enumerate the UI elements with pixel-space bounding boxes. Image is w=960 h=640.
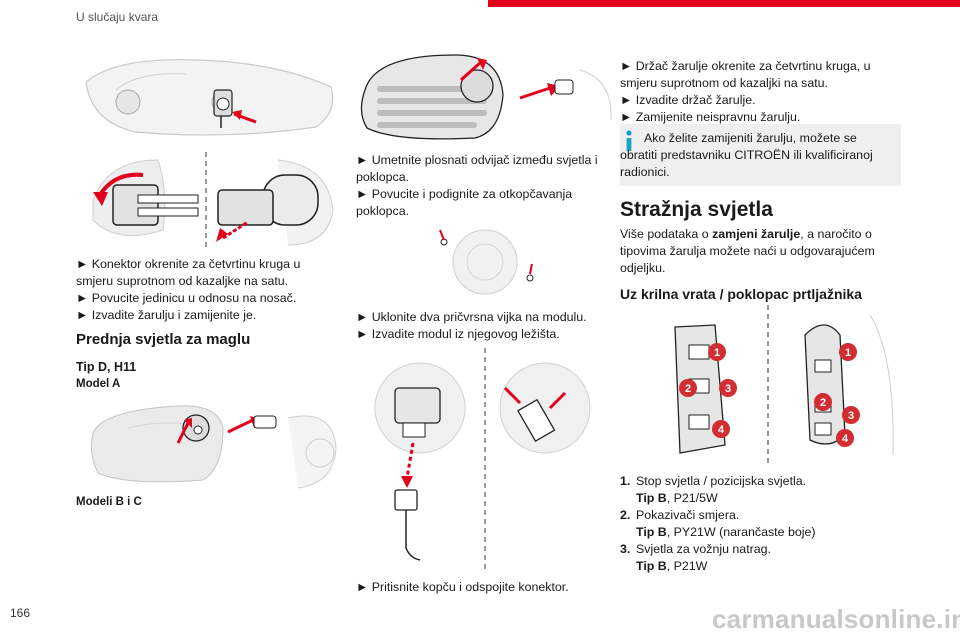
fog-module-screws-illustration xyxy=(439,229,534,295)
info-icon xyxy=(626,130,632,151)
model-a-label: Model A xyxy=(76,378,121,390)
rear-lamp-bulbholder-illustration: 1 2 3 4 1 2 3 4 xyxy=(674,305,894,465)
connector-rotate-illustration xyxy=(92,152,334,248)
watermark: carmanualsonline.info xyxy=(712,604,960,634)
model-bc-label: Modeli B i C xyxy=(76,496,142,508)
header-accent-bar xyxy=(488,0,960,7)
svg-text:4: 4 xyxy=(718,424,725,436)
badge-1-right: 1 xyxy=(839,343,857,361)
svg-text:2: 2 xyxy=(820,397,826,409)
badge-3-left: 3 xyxy=(719,379,737,397)
step-text: ► Umetnite plosnati odvijač između svjet… xyxy=(356,153,598,184)
info-box: Ako želite zamijeniti žarulju, možete se… xyxy=(620,124,901,186)
wings-tailgate-heading: Uz krilna vrata / poklopac prtljažnika xyxy=(620,286,862,302)
svg-text:1: 1 xyxy=(714,347,720,359)
fog-module-connector-illustration xyxy=(374,348,591,573)
badge-4-right: 4 xyxy=(836,429,854,447)
headlamp-connector-illustration xyxy=(85,59,334,136)
svg-text:3: 3 xyxy=(725,383,731,395)
legend-item: 3. Svjetla za vožnju natrag. Tip B, P21W xyxy=(620,542,771,573)
rear-lamp-legend: 1. Stop svjetla / pozicijska svjetla. Ti… xyxy=(620,473,902,575)
fog-light-model-a-illustration xyxy=(90,405,337,489)
rear-intro-bold: zamjeni žarulje xyxy=(712,227,801,241)
step-text: ► Uklonite dva pričvrsna vijka na modulu… xyxy=(356,310,587,324)
step-text: ► Pritisnite kopču i odspojite konektor. xyxy=(356,580,569,594)
badge-1-left: 1 xyxy=(708,343,726,361)
fog-lights-type: Tip D, H11 xyxy=(76,360,137,374)
badge-4-left: 4 xyxy=(712,420,730,438)
fog-light-cover-illustration xyxy=(360,54,612,140)
step-text: ► Izvadite žarulju i zamijenite je. xyxy=(76,308,257,322)
step-text: ► Povucite i podignite za otkopčavanja p… xyxy=(356,187,573,218)
step-text: ► Zamijenite neispravnu žarulju. xyxy=(620,110,801,124)
svg-text:1: 1 xyxy=(845,347,851,359)
info-text: Ako želite zamijeniti žarulju, možete se… xyxy=(620,131,873,179)
rear-lights-intro: Više podataka o zamjeni žarulje, a naroč… xyxy=(620,227,875,275)
section-title: U slučaju kvara xyxy=(76,10,159,24)
svg-text:4: 4 xyxy=(842,433,849,445)
svg-text:2: 2 xyxy=(685,383,691,395)
step-text: ► Izvadite modul iz njegovog ležišta. xyxy=(356,327,560,341)
legend-item: 2. Pokazivači smjera. Tip B, PY21W (nara… xyxy=(620,508,816,539)
fog-lights-heading: Prednja svjetla za maglu xyxy=(76,331,251,348)
step-text: ► Držač žarulje okrenite za četvrtinu kr… xyxy=(620,59,871,90)
svg-text:3: 3 xyxy=(848,410,854,422)
step-text: ► Konektor okrenite za četvrtinu kruga u… xyxy=(76,257,301,288)
badge-2-right: 2 xyxy=(814,393,832,411)
badge-2-left: 2 xyxy=(679,379,697,397)
badge-3-right: 3 xyxy=(842,406,860,424)
step-text: ► Povucite jedinicu u odnosu na nosač. xyxy=(76,291,297,305)
rear-lights-heading: Stražnja svjetla xyxy=(620,198,773,221)
step-text: ► Izvadite držač žarulje. xyxy=(620,93,756,107)
legend-item: 1. Stop svjetla / pozicijska svjetla. Ti… xyxy=(620,474,807,505)
page-number: 166 xyxy=(10,606,31,620)
